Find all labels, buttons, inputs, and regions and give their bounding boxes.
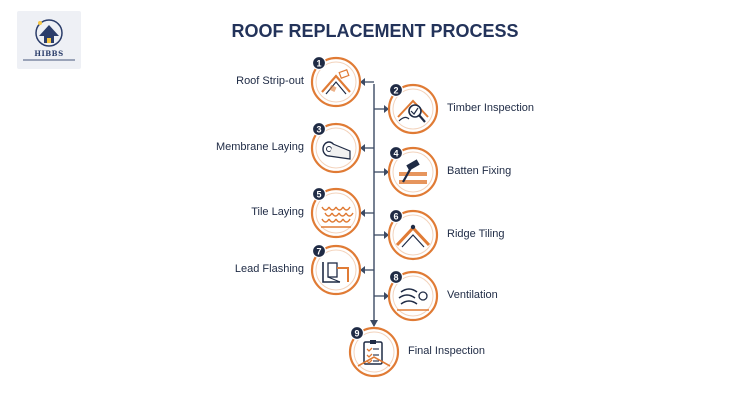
- process-step: 1: [310, 55, 362, 108]
- step-number-badge: [388, 208, 404, 224]
- step-number: 5: [316, 189, 321, 199]
- step-number: 9: [354, 328, 359, 338]
- process-step: 5: [310, 186, 362, 239]
- connector-arrowhead: [360, 78, 365, 86]
- step-label: Lead Flashing: [234, 263, 304, 275]
- process-step: 7: [310, 243, 362, 296]
- step-number-badge: [388, 82, 404, 98]
- step-number: 3: [316, 124, 321, 134]
- checklist-icon: [357, 340, 391, 367]
- connector-arrowhead: [384, 292, 389, 300]
- tiles-icon: [321, 206, 354, 228]
- process-step: 2: [387, 82, 439, 135]
- process-step: 3: [310, 121, 362, 174]
- step-label: Ventilation: [447, 289, 498, 301]
- step-number-badge: [311, 186, 327, 202]
- hammer-batten-icon: [399, 159, 427, 184]
- step-number: 2: [393, 85, 398, 95]
- page-title: ROOF REPLACEMENT PROCESS: [231, 21, 519, 41]
- step-number-badge: [388, 269, 404, 285]
- step-inner-ring: [392, 88, 434, 130]
- process-step: 8: [387, 269, 439, 322]
- step-label: Tile Laying: [251, 206, 304, 218]
- step-label: Membrane Laying: [215, 141, 304, 153]
- step-inner-ring: [392, 151, 434, 193]
- step-number-badge: [349, 325, 365, 341]
- step-number-badge: [388, 145, 404, 161]
- step-inner-ring: [353, 331, 395, 373]
- company-logo: HIBBS: [17, 11, 81, 69]
- roof-strip-icon: [321, 69, 351, 95]
- step-label: Final Inspection: [408, 345, 486, 357]
- flow-arrowhead: [370, 320, 378, 327]
- step-inner-ring: [392, 275, 434, 317]
- flashing-icon: [322, 262, 349, 283]
- step-label: Timber Inspection: [447, 102, 535, 114]
- connector-arrowhead: [384, 105, 389, 113]
- step-inner-ring: [315, 127, 357, 169]
- ridge-roof-icon: [395, 224, 431, 248]
- step-number-badge: [311, 55, 327, 71]
- logo-tagline-mark: [23, 59, 75, 61]
- step-label: Roof Strip-out: [236, 75, 304, 87]
- step-inner-ring: [315, 249, 357, 291]
- ventilation-icon: [397, 288, 429, 311]
- step-label: Batten Fixing: [447, 165, 512, 177]
- step-number: 7: [316, 246, 321, 256]
- step-inner-ring: [315, 192, 357, 234]
- process-step: 9: [348, 325, 400, 378]
- step-number: 1: [316, 58, 321, 68]
- connector-arrowhead: [360, 144, 365, 152]
- step-circle: [310, 187, 362, 239]
- membrane-roll-icon: [322, 141, 351, 160]
- step-number: 8: [393, 272, 398, 282]
- logo-name: HIBBS: [34, 49, 64, 58]
- step-label: Ridge Tiling: [447, 228, 505, 240]
- connector-arrowhead: [384, 231, 389, 239]
- process-step: 4: [387, 145, 439, 198]
- house-logo-icon: [35, 19, 63, 47]
- process-step: 6: [387, 208, 439, 261]
- step-number-badge: [311, 243, 327, 259]
- step-number: 4: [393, 148, 398, 158]
- connector-arrowhead: [384, 168, 389, 176]
- step-number: 6: [393, 211, 398, 221]
- step-inner-ring: [315, 61, 357, 103]
- connector-arrowhead: [360, 266, 365, 274]
- connector-arrowhead: [360, 209, 365, 217]
- step-number-badge: [311, 121, 327, 137]
- step-inner-ring: [392, 214, 434, 256]
- magnifier-inspection-icon: [397, 99, 429, 123]
